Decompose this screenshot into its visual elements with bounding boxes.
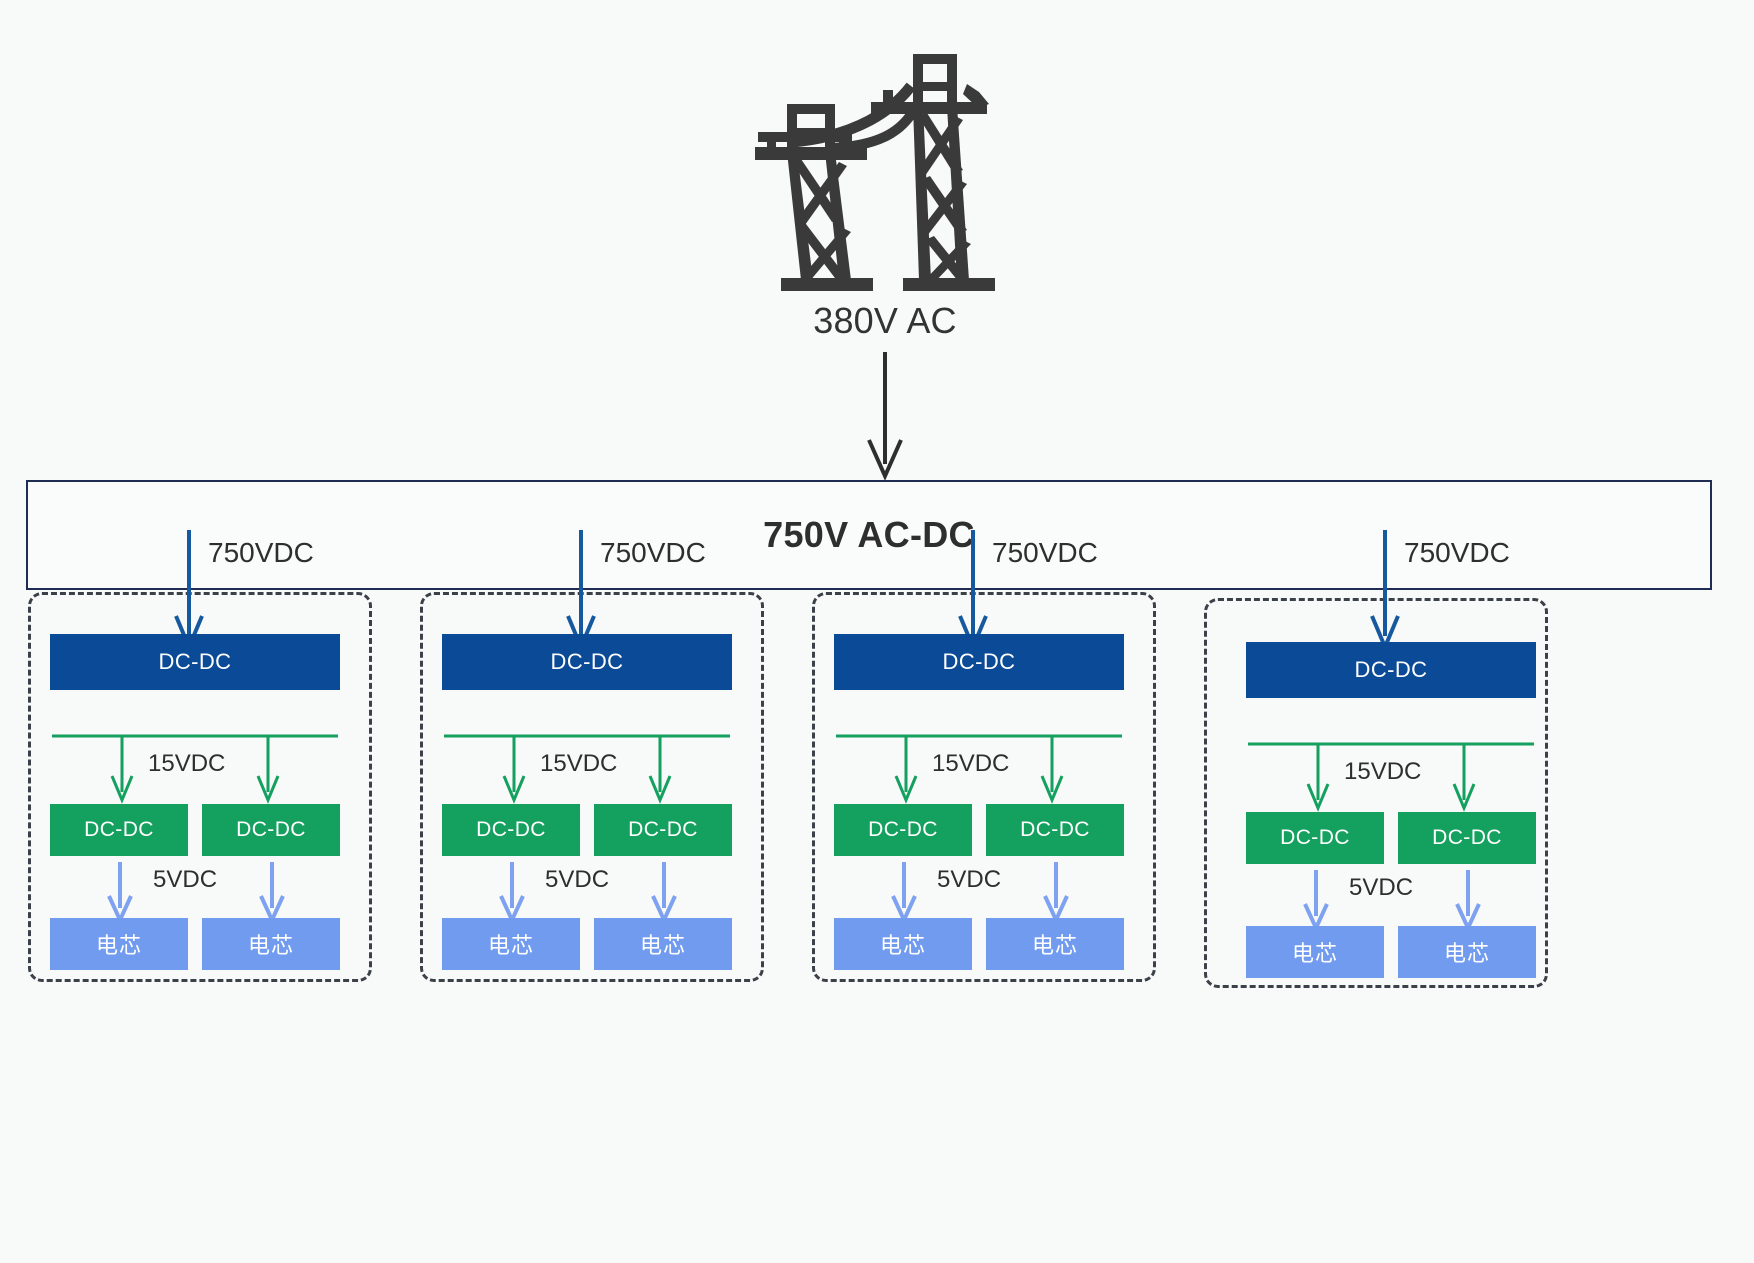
secondary-dcdc-block-1: DC-DC xyxy=(834,804,972,856)
ac-dc-converter-label: 750V AC-DC xyxy=(763,514,975,555)
mid-voltage-label: 15VDC xyxy=(932,750,1010,777)
secondary-dcdc-label: DC-DC xyxy=(1020,818,1090,841)
feed-voltage-label: 750VDC xyxy=(1404,537,1510,568)
mid-voltage-label: 15VDC xyxy=(148,750,226,777)
low-voltage-label: 5VDC xyxy=(153,866,218,893)
primary-dcdc-block: DC-DC xyxy=(50,634,340,690)
primary-dcdc-block: DC-DC xyxy=(442,634,732,690)
battery-cell-2: 电芯 xyxy=(594,918,732,970)
secondary-dcdc-label: DC-DC xyxy=(476,818,546,841)
secondary-dcdc-label: DC-DC xyxy=(1432,826,1502,849)
feed-voltage-label: 750VDC xyxy=(208,537,314,568)
primary-dcdc-block: DC-DC xyxy=(1246,642,1536,698)
battery-cell-label: 电芯 xyxy=(639,933,686,958)
battery-cell-label: 电芯 xyxy=(1031,933,1078,958)
secondary-dcdc-block-2: DC-DC xyxy=(1398,812,1536,864)
battery-cell-2: 电芯 xyxy=(986,918,1124,970)
secondary-dcdc-block-2: DC-DC xyxy=(986,804,1124,856)
secondary-dcdc-label: DC-DC xyxy=(868,818,938,841)
battery-cell-2: 电芯 xyxy=(202,918,340,970)
primary-dcdc-label: DC-DC xyxy=(942,649,1016,674)
battery-cell-2: 电芯 xyxy=(1398,926,1536,978)
secondary-dcdc-label: DC-DC xyxy=(1280,826,1350,849)
rack-group-3: 750VDC DC-DC 15VDC DC-DC DC-DC xyxy=(812,530,1156,982)
secondary-dcdc-label: DC-DC xyxy=(84,818,154,841)
secondary-dcdc-block-1: DC-DC xyxy=(50,804,188,856)
mid-voltage-bus xyxy=(50,732,340,832)
mid-voltage-label: 15VDC xyxy=(1344,758,1422,785)
battery-cell-label: 电芯 xyxy=(95,933,142,958)
rack-dashed-outline xyxy=(812,592,1156,982)
feed-voltage-label: 750VDC xyxy=(992,537,1098,568)
source-voltage-label: 380V AC xyxy=(813,300,957,341)
secondary-dcdc-block-1: DC-DC xyxy=(442,804,580,856)
mid-voltage-bus xyxy=(442,732,732,832)
rack-dashed-outline xyxy=(1204,598,1548,988)
primary-dcdc-label: DC-DC xyxy=(1354,657,1428,682)
primary-dcdc-label: DC-DC xyxy=(158,649,232,674)
battery-cell-label: 电芯 xyxy=(487,933,534,958)
battery-cell-label: 电芯 xyxy=(1443,941,1490,966)
feed-arrow-750vdc xyxy=(953,530,993,653)
battery-cell-label: 电芯 xyxy=(879,933,926,958)
secondary-dcdc-label: DC-DC xyxy=(628,818,698,841)
battery-cell-label: 电芯 xyxy=(247,933,294,958)
primary-dcdc-label: DC-DC xyxy=(550,649,624,674)
battery-cell-label: 电芯 xyxy=(1291,941,1338,966)
rack-dashed-outline xyxy=(420,592,764,982)
ac-dc-converter-bar: 750V AC-DC xyxy=(26,480,1712,590)
rack-dashed-outline xyxy=(28,592,372,982)
secondary-dcdc-block-2: DC-DC xyxy=(202,804,340,856)
battery-cell-1: 电芯 xyxy=(1246,926,1384,978)
battery-cell-1: 电芯 xyxy=(442,918,580,970)
low-voltage-label: 5VDC xyxy=(937,866,1002,893)
feed-arrow-750vdc xyxy=(1365,530,1405,653)
rack-group-4: 750VDC DC-DC 15VDC DC-DC DC-DC xyxy=(1204,530,1548,988)
low-voltage-label: 5VDC xyxy=(1349,874,1414,901)
primary-dcdc-block: DC-DC xyxy=(834,634,1124,690)
battery-cell-1: 电芯 xyxy=(834,918,972,970)
power-transmission-tower-icon xyxy=(735,42,997,292)
battery-cell-1: 电芯 xyxy=(50,918,188,970)
feed-voltage-label: 750VDC xyxy=(600,537,706,568)
mid-voltage-bus xyxy=(1246,740,1536,840)
feed-arrow-750vdc xyxy=(169,530,209,653)
source-to-converter-arrow xyxy=(845,352,925,481)
secondary-dcdc-label: DC-DC xyxy=(236,818,306,841)
mid-voltage-label: 15VDC xyxy=(540,750,618,777)
secondary-dcdc-block-2: DC-DC xyxy=(594,804,732,856)
feed-arrow-750vdc xyxy=(561,530,601,653)
low-voltage-label: 5VDC xyxy=(545,866,610,893)
rack-group-2: 750VDC DC-DC 15VDC DC-DC DC-DC xyxy=(420,530,764,982)
secondary-dcdc-block-1: DC-DC xyxy=(1246,812,1384,864)
mid-voltage-bus xyxy=(834,732,1124,832)
rack-group-1: 750VDC DC-DC 15VDC DC-DC DC-DC xyxy=(28,530,372,982)
